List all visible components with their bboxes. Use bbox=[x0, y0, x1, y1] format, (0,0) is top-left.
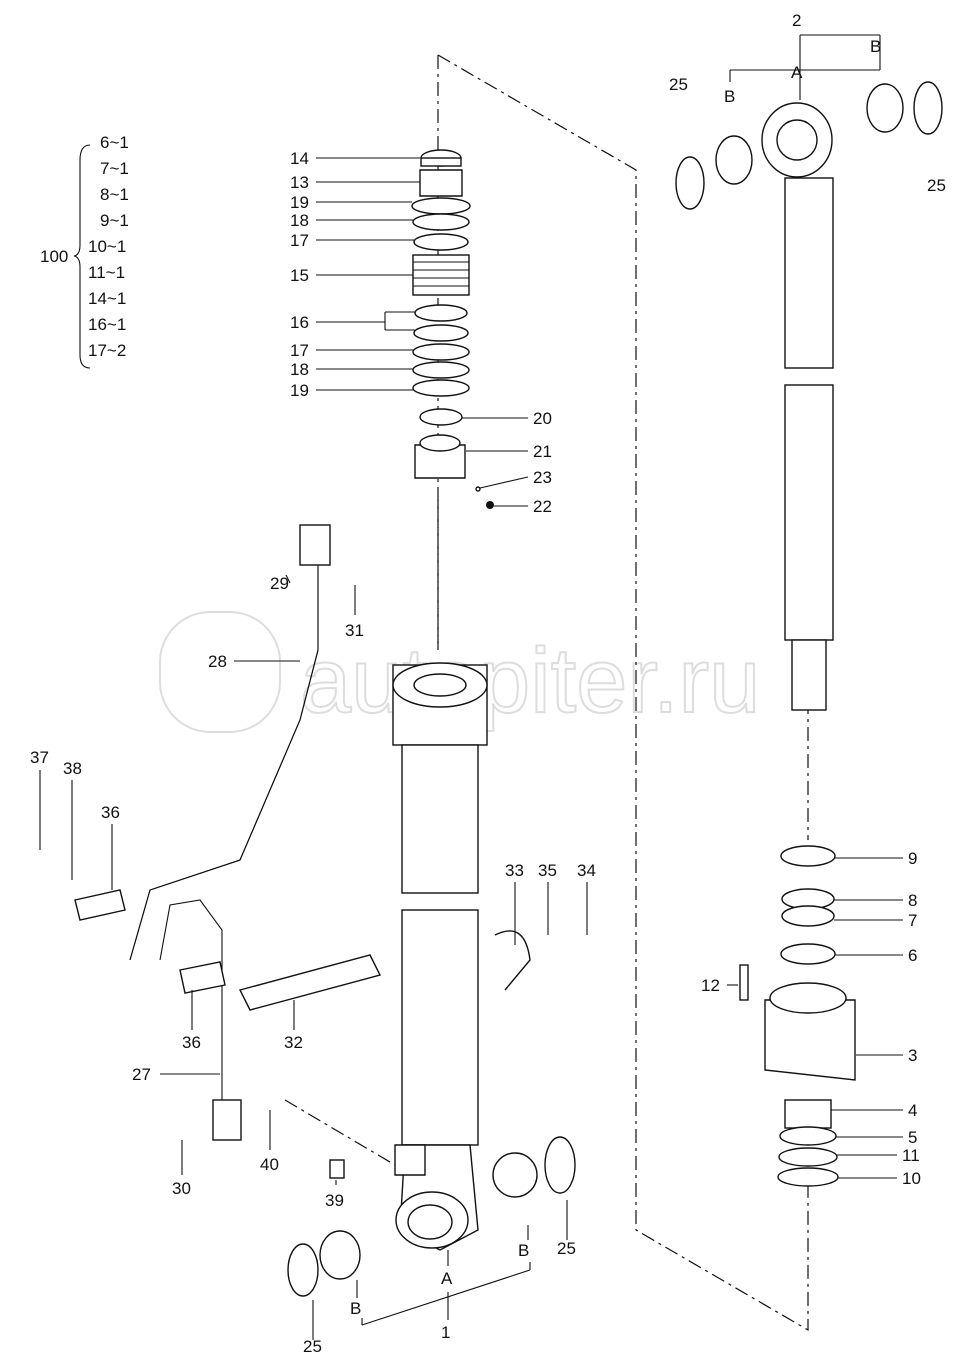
callout-label: 15 bbox=[290, 266, 309, 285]
callout-labels: 14131918171516171819202123222ABB25259876… bbox=[30, 11, 946, 1352]
kit-item: 8~1 bbox=[100, 185, 129, 204]
callout-label: B bbox=[518, 1241, 529, 1260]
callout-label: 7 bbox=[908, 911, 917, 930]
callout-label: 6 bbox=[908, 946, 917, 965]
kit-list: 100 6~1 7~1 8~1 9~1 10~1 11~1 14~1 16~1 17~2 bbox=[40, 133, 129, 369]
piston-parts bbox=[739, 845, 856, 1187]
callout-label: 14 bbox=[290, 149, 309, 168]
callout-label: 8 bbox=[908, 891, 917, 910]
callout-label: 3 bbox=[908, 1046, 917, 1065]
callout-label: 37 bbox=[30, 748, 49, 767]
kit-item: 6~1 bbox=[100, 133, 129, 152]
kit-item: 10~1 bbox=[88, 237, 126, 256]
kit-item: 7~1 bbox=[100, 159, 129, 178]
callout-label: 19 bbox=[290, 193, 309, 212]
kit-item: 16~1 bbox=[88, 315, 126, 334]
callout-label: 25 bbox=[303, 1337, 322, 1352]
callout-label: 17 bbox=[290, 341, 309, 360]
callout-label: 23 bbox=[533, 468, 552, 487]
callout-label: 31 bbox=[345, 621, 364, 640]
callout-label: 25 bbox=[927, 176, 946, 195]
callout-label: A bbox=[791, 63, 803, 82]
piston-rod bbox=[675, 81, 943, 711]
bracket-line bbox=[361, 1269, 531, 1326]
kit-item: 9~1 bbox=[100, 211, 129, 230]
callout-label: 33 bbox=[505, 861, 524, 880]
watermark: autopiter.ru bbox=[300, 630, 760, 732]
kit-item: 17~2 bbox=[88, 341, 126, 360]
kit-number: 100 bbox=[40, 247, 68, 266]
callout-label: 12 bbox=[701, 976, 720, 995]
bottom-bushings bbox=[287, 1136, 576, 1297]
callout-label: 10 bbox=[902, 1169, 921, 1188]
callout-label: 30 bbox=[172, 1179, 191, 1198]
gland-parts bbox=[411, 149, 494, 509]
callout-label: 19 bbox=[290, 381, 309, 400]
callout-label: 35 bbox=[538, 861, 557, 880]
callout-label: 18 bbox=[290, 211, 309, 230]
callout-label: 32 bbox=[284, 1033, 303, 1052]
callout-label: B bbox=[350, 1299, 361, 1318]
callout-label: 21 bbox=[533, 442, 552, 461]
callout-label: 40 bbox=[260, 1155, 279, 1174]
callout-label: 17 bbox=[290, 231, 309, 250]
callout-label: 13 bbox=[290, 173, 309, 192]
leader-line bbox=[479, 476, 529, 489]
callout-label: 34 bbox=[577, 861, 596, 880]
callout-label: 9 bbox=[908, 849, 917, 868]
callout-label: B bbox=[724, 87, 735, 106]
callout-label: 27 bbox=[132, 1065, 151, 1084]
callout-label: 29 bbox=[270, 574, 289, 593]
kit-item: 14~1 bbox=[88, 289, 126, 308]
callout-label: 36 bbox=[182, 1033, 201, 1052]
callout-label: A bbox=[441, 1269, 453, 1288]
kit-brace bbox=[73, 144, 91, 369]
callout-label: 39 bbox=[325, 1191, 344, 1210]
watermark-logo bbox=[159, 611, 281, 733]
leader-line bbox=[285, 574, 291, 584]
callout-label: B bbox=[870, 37, 881, 56]
callout-label: 16 bbox=[290, 313, 309, 332]
callout-label: 20 bbox=[533, 409, 552, 428]
kit-item: 11~1 bbox=[88, 263, 125, 282]
callout-label: 28 bbox=[208, 652, 227, 671]
callout-label: 5 bbox=[908, 1128, 917, 1147]
callout-label: 25 bbox=[557, 1239, 576, 1258]
hydraulic-pipes bbox=[74, 524, 531, 1179]
callout-label: 1 bbox=[441, 1323, 450, 1342]
callout-label: 2 bbox=[792, 11, 801, 30]
callout-label: 18 bbox=[290, 360, 309, 379]
callout-label: 22 bbox=[533, 497, 552, 516]
callout-label: 38 bbox=[63, 759, 82, 778]
callout-label: 25 bbox=[669, 75, 688, 94]
callout-label: 4 bbox=[908, 1101, 917, 1120]
callout-label: 36 bbox=[101, 803, 120, 822]
cylinder-tube bbox=[392, 662, 488, 1251]
callout-label: 11 bbox=[902, 1146, 920, 1165]
